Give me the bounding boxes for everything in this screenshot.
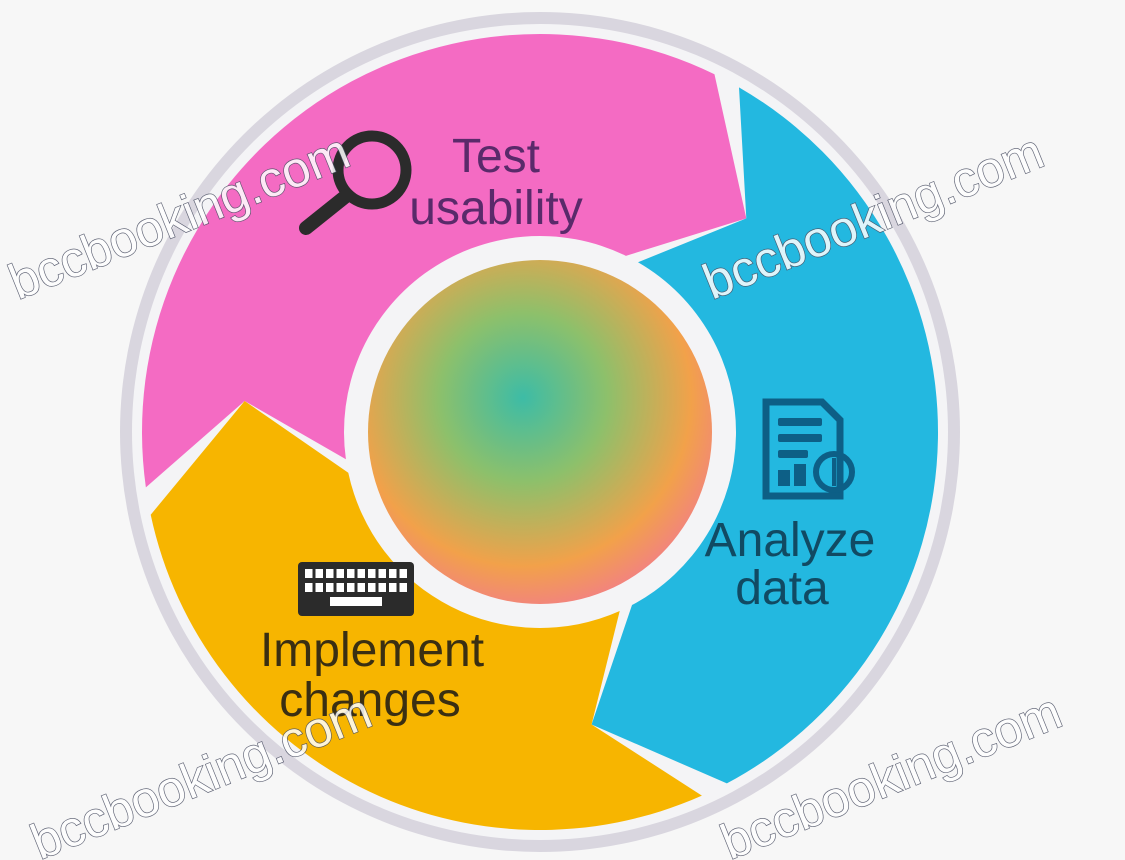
keyboard-key [315, 583, 323, 592]
keyboard-key [399, 583, 407, 592]
segment-test-usability [142, 33, 747, 488]
keyboard-key [305, 569, 313, 578]
keyboard-key [399, 569, 407, 578]
keyboard-key [357, 569, 365, 578]
keyboard-key [326, 569, 334, 578]
keyboard-key [389, 583, 397, 592]
keyboard-key [378, 569, 386, 578]
segment-implement-changes [150, 400, 702, 830]
keyboard-key [336, 569, 344, 578]
label-implement: Implement [260, 624, 484, 677]
label-analyze: Analyze [705, 514, 876, 567]
keyboard-key [389, 569, 397, 578]
label-data: data [735, 562, 829, 615]
keyboard-key [368, 569, 376, 578]
keyboard-key [305, 583, 313, 592]
keyboard-key [347, 569, 355, 578]
label-usability: usability [409, 182, 582, 235]
magnifier-icon [299, 130, 412, 235]
label-test: Test [452, 130, 540, 183]
data-document-icon [762, 398, 855, 500]
center-circle [368, 260, 712, 604]
keyboard-key [368, 583, 376, 592]
keyboard-key [315, 569, 323, 578]
keyboard-key [357, 583, 365, 592]
keyboard-key [378, 583, 386, 592]
keyboard-key [326, 583, 334, 592]
keyboard-icon [298, 562, 414, 616]
keyboard-key [347, 583, 355, 592]
keyboard-key [336, 583, 344, 592]
label-changes: changes [279, 674, 460, 727]
keyboard-key [330, 597, 382, 606]
